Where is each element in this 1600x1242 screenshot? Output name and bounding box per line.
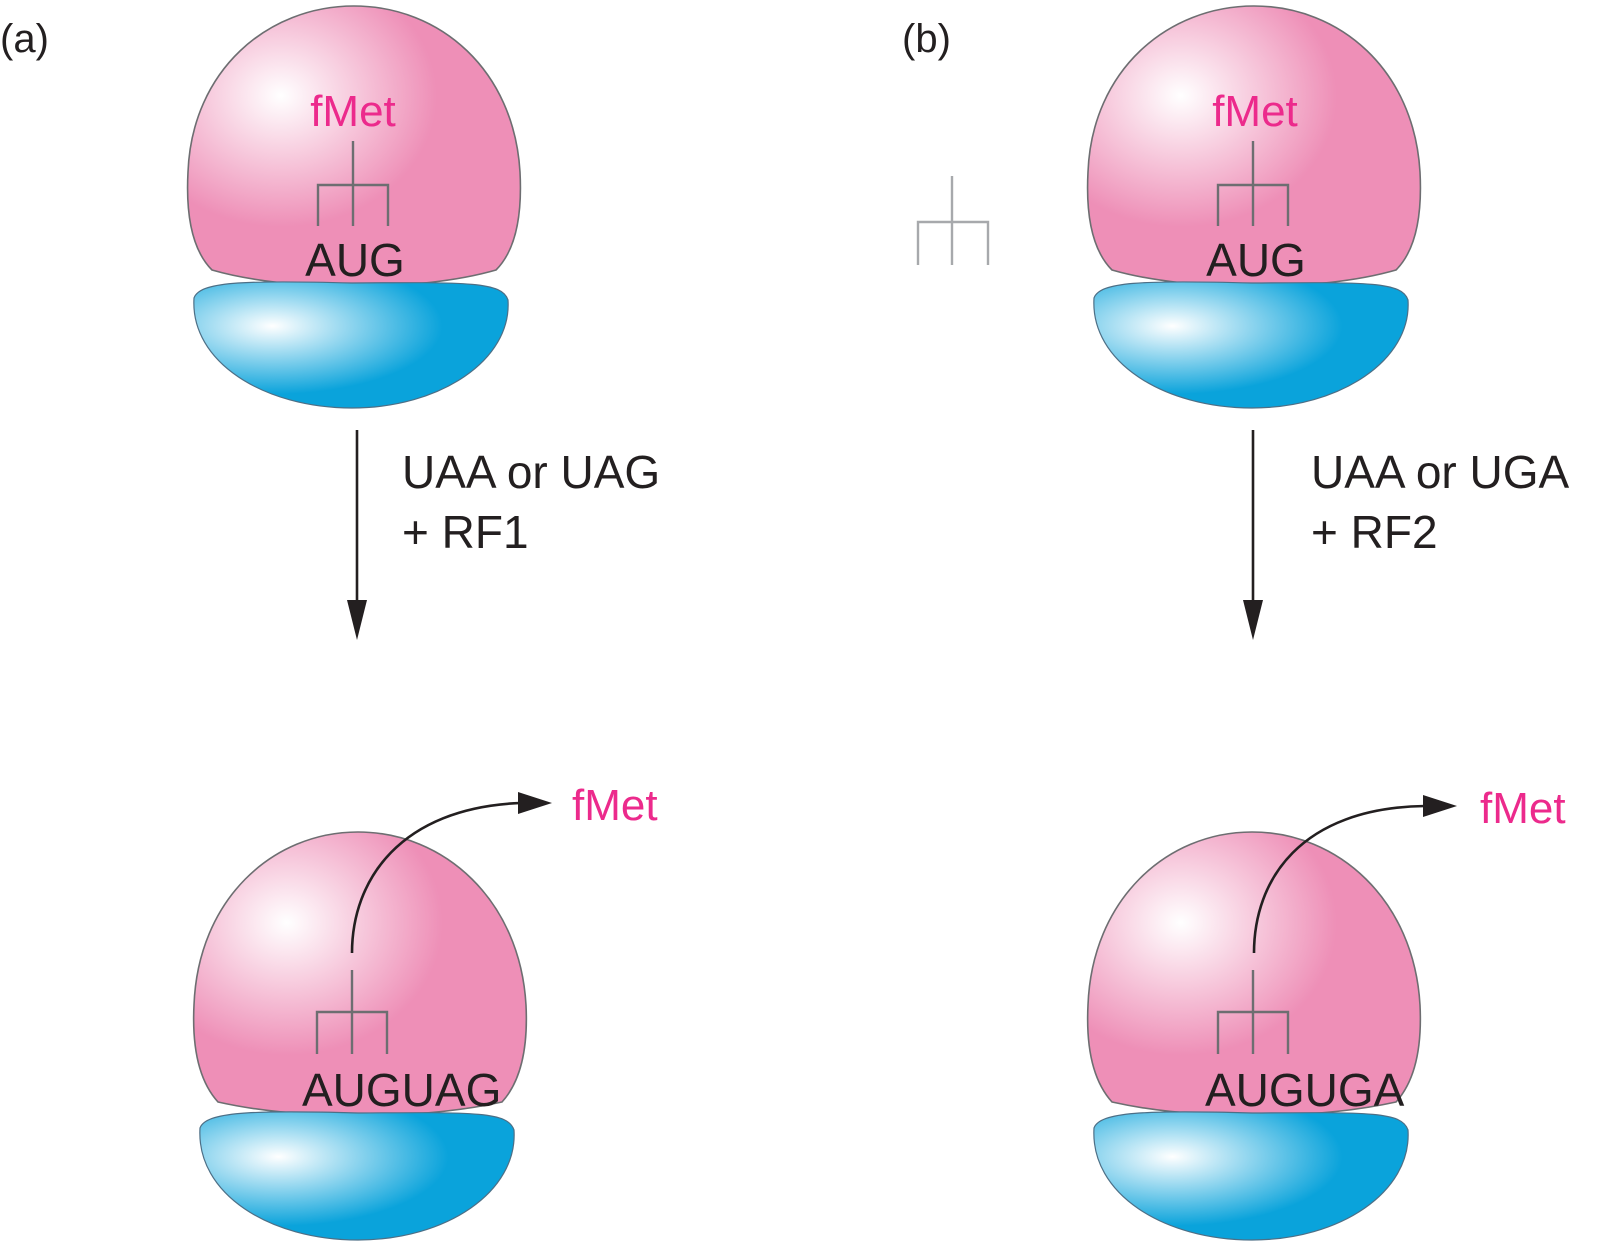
panel-b: (b) fMet AUG UAA or UGA + RF2 — [902, 5, 1570, 1241]
released-amino-acid-label: fMet — [1480, 784, 1566, 833]
trna-icon — [1216, 970, 1290, 1054]
release-arrow — [350, 792, 552, 954]
step-arrow-a — [347, 430, 367, 640]
free-trna-icon — [916, 176, 990, 265]
trna-icon — [1216, 141, 1290, 226]
trna-icon — [315, 970, 389, 1054]
step-arrow-b — [1243, 430, 1263, 640]
panel-a-label: (a) — [0, 17, 49, 61]
ribosome-a-top: fMet AUG — [186, 5, 522, 409]
large-subunit — [192, 831, 528, 1117]
release-factor-label: + RF1 — [402, 506, 529, 558]
ribosome-b-top: fMet AUG — [1086, 5, 1422, 409]
ribosome-a-bottom: AUGUAG fMet — [192, 781, 658, 1241]
small-subunit — [193, 281, 509, 409]
small-subunit — [1093, 281, 1409, 409]
small-subunit — [199, 1111, 515, 1241]
release-factor-label: + RF2 — [1311, 506, 1438, 558]
amino-acid-label: fMet — [1212, 87, 1298, 136]
ribosome-b-bottom: AUGUGA fMet — [1086, 784, 1566, 1241]
codons-label: AUGUAG — [302, 1064, 501, 1116]
amino-acid-label: fMet — [310, 87, 396, 136]
codons-label: AUGUGA — [1205, 1064, 1405, 1116]
trna-icon — [316, 141, 390, 226]
panel-a: (a) fMet AUG UAA or UAG + RF1 — [0, 5, 660, 1241]
codon-label: AUG — [1206, 234, 1306, 286]
stop-codons-label: UAA or UGA — [1311, 446, 1570, 498]
release-arrow — [1252, 795, 1457, 954]
released-amino-acid-label: fMet — [572, 781, 658, 830]
small-subunit — [1093, 1111, 1409, 1241]
stop-codons-label: UAA or UAG — [402, 446, 660, 498]
panel-b-label: (b) — [902, 17, 951, 61]
codon-label: AUG — [305, 234, 405, 286]
